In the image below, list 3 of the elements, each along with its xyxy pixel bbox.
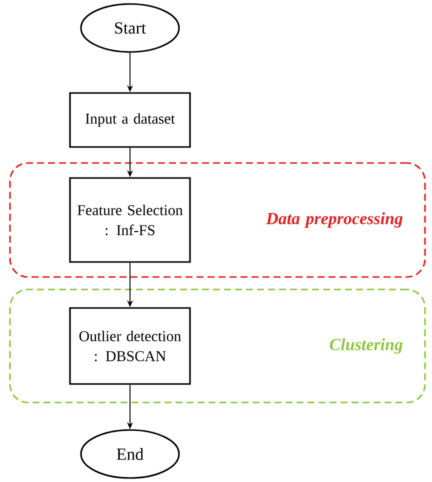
process-box: Input a dataset — [69, 92, 191, 148]
process-box: Feature Selection : Inf-FS — [69, 177, 191, 263]
process-box: Outlier detection : DBSCAN — [69, 307, 191, 385]
